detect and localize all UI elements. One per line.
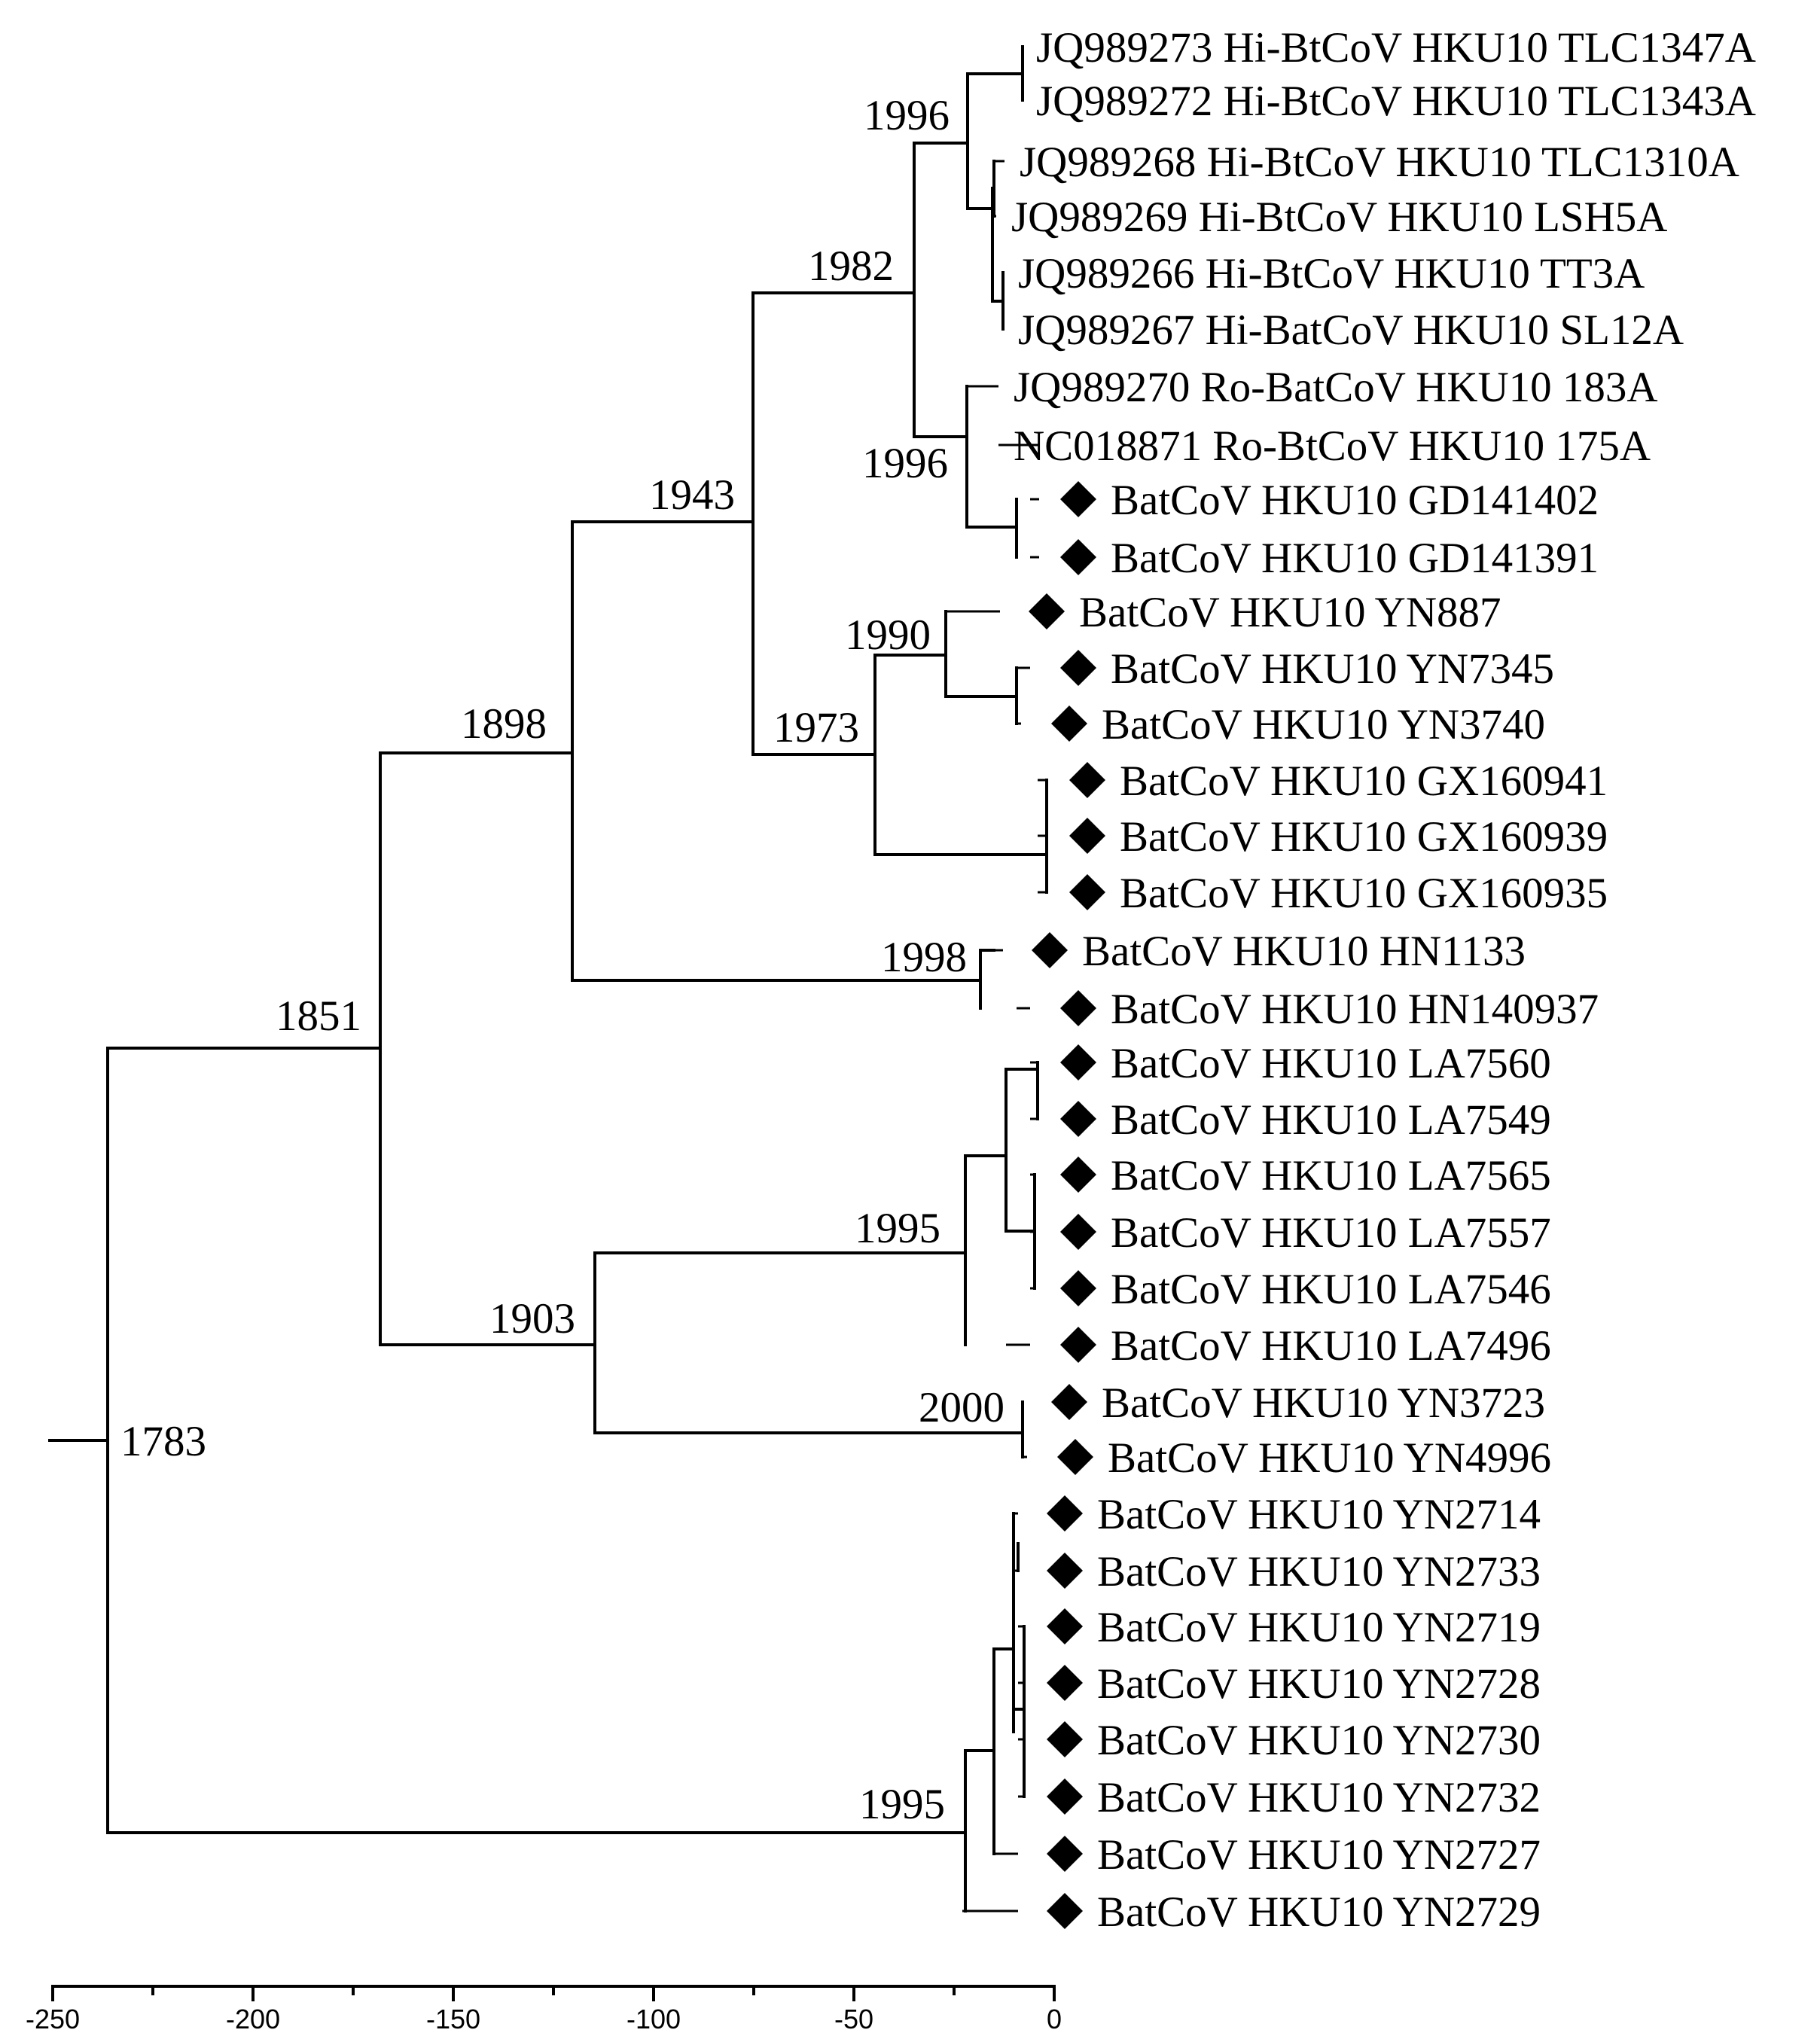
- diamond-marker: [1060, 1214, 1096, 1250]
- tip-label: BatCoV HKU10 GD141391: [1111, 535, 1599, 582]
- tip-label: BatCoV HKU10 YN4996: [1108, 1434, 1551, 1482]
- node-date-label: 1995: [855, 1205, 940, 1252]
- time-axis: -250 -200 -150 -100 -50 0: [26, 1985, 1062, 2034]
- diamond-marker: [1060, 1157, 1096, 1193]
- node-date-label: 1996: [864, 92, 950, 139]
- node-labels: 1851 1898 1943 1982 1996 1996 1973 1990 1998 1903…: [120, 92, 1005, 1828]
- diamond-marker: [1032, 932, 1068, 968]
- diamond-marker: [1060, 481, 1096, 517]
- node-date-label: 1973: [773, 704, 859, 751]
- axis-tick-label: -200: [226, 2004, 280, 2034]
- tip-label: BatCoV HKU10 LA7549: [1111, 1096, 1551, 1144]
- tip-label: JQ989270 Ro-BatCoV HKU10 183A: [1014, 364, 1658, 411]
- diamond-marker: [1057, 1439, 1093, 1475]
- tip-label: BatCoV HKU10 GX160935: [1120, 870, 1608, 917]
- tip-label: JQ989273 Hi-BtCoV HKU10 TLC1347A: [1036, 24, 1756, 72]
- node-date-label: 1943: [649, 471, 735, 519]
- tip-label: BatCoV HKU10 YN2727: [1097, 1831, 1541, 1879]
- tip-label: BatCoV HKU10 YN2714: [1097, 1491, 1541, 1538]
- diamond-marker: [1047, 1608, 1083, 1644]
- tip-label: BatCoV HKU10 YN2733: [1097, 1548, 1541, 1596]
- axis-tick-label: -100: [626, 2004, 681, 2034]
- tip-label: BatCoV HKU10 YN2732: [1097, 1774, 1541, 1821]
- tip-label: BatCoV HKU10 GX160941: [1120, 757, 1608, 805]
- diamond-marker: [1060, 539, 1096, 575]
- diamond-marker: [1069, 818, 1105, 854]
- diamond-marker: [1060, 1327, 1096, 1363]
- diamond-marker: [1060, 1044, 1096, 1080]
- tip-label: JQ989267 Hi-BatCoV HKU10 SL12A: [1018, 306, 1684, 354]
- tip-label: JQ989269 Hi-BtCoV HKU10 LSH5A: [1011, 194, 1667, 241]
- diamond-marker: [1047, 1553, 1083, 1589]
- diamond-marker: [1069, 762, 1105, 798]
- tip-label: BatCoV HKU10 YN2729: [1097, 1888, 1541, 1936]
- tip-label: BatCoV HKU10 LA7557: [1111, 1209, 1551, 1257]
- axis-tick-label: -50: [834, 2004, 873, 2034]
- diamond-marker: [1060, 1101, 1096, 1137]
- diamond-marker: [1060, 650, 1096, 686]
- axis-tick-label: -150: [426, 2004, 480, 2034]
- tip-label: JQ989272 Hi-BtCoV HKU10 TLC1343A: [1036, 78, 1756, 125]
- node-date-label: 1996: [862, 440, 948, 487]
- node-date-label: 1903: [489, 1295, 575, 1343]
- tip-label: JQ989266 Hi-BtCoV HKU10 TT3A: [1018, 250, 1645, 297]
- tip-label: JQ989268 Hi-BtCoV HKU10 TLC1310A: [1020, 139, 1739, 186]
- tip-label: BatCoV HKU10 GD141402: [1111, 477, 1599, 524]
- diamond-marker: [1047, 1778, 1083, 1815]
- node-date-label: 1982: [808, 242, 894, 290]
- tip-label: BatCoV HKU10 YN3740: [1102, 701, 1545, 748]
- tip-label: BatCoV HKU10 YN2730: [1097, 1717, 1541, 1764]
- tip-label: BatCoV HKU10 YN887: [1079, 589, 1501, 636]
- node-date-label: 1851: [276, 992, 361, 1040]
- tree-branches: [48, 45, 1048, 1913]
- node-date-label: 1998: [881, 934, 967, 981]
- diamond-marker: [1069, 874, 1105, 910]
- tip-label: BatCoV HKU10 LA7560: [1111, 1040, 1551, 1087]
- tip-label: BatCoV HKU10 LA7496: [1111, 1322, 1551, 1370]
- tip-label: BatCoV HKU10 YN2728: [1097, 1660, 1541, 1708]
- node-date-label: 1995: [859, 1781, 945, 1828]
- diamond-marker: [1047, 1836, 1083, 1872]
- node-date-label: 1898: [461, 700, 547, 748]
- diamond-marker: [1047, 1721, 1083, 1757]
- tip-label: BatCoV HKU10 YN3723: [1102, 1379, 1545, 1427]
- node-date-label: 1990: [845, 611, 931, 659]
- tip-label: BatCoV HKU10 LA7546: [1111, 1266, 1551, 1313]
- diamond-marker: [1047, 1893, 1083, 1929]
- diamond-marker: [1029, 593, 1065, 629]
- tip-label: BatCoV HKU10 YN2719: [1097, 1604, 1541, 1651]
- axis-tick-label: 0: [1047, 2004, 1062, 2034]
- diamond-marker: [1047, 1495, 1083, 1532]
- axis-tick-label: -250: [26, 2004, 80, 2034]
- diamond-marker: [1051, 706, 1087, 742]
- tip-label: BatCoV HKU10 GX160939: [1120, 813, 1608, 861]
- diamond-marker: [1060, 1270, 1096, 1306]
- diamond-marker: [1047, 1665, 1083, 1701]
- tip-label: BatCoV HKU10 HN140937: [1111, 986, 1599, 1033]
- tip-label: BatCoV HKU10 LA7565: [1111, 1152, 1551, 1199]
- node-date-label: 2000: [919, 1384, 1005, 1431]
- tip-label: NC018871 Ro-BtCoV HKU10 175A: [1014, 422, 1651, 470]
- tip-label: BatCoV HKU10 YN7345: [1111, 645, 1554, 693]
- root-date-label: 1783: [120, 1418, 206, 1465]
- diamond-marker: [1051, 1384, 1087, 1420]
- tip-label: BatCoV HKU10 HN1133: [1082, 928, 1526, 975]
- diamond-marker: [1060, 990, 1096, 1026]
- tip-labels: JQ989273 Hi-BtCoV HKU10 TLC1347A JQ989272…: [1011, 24, 1756, 1936]
